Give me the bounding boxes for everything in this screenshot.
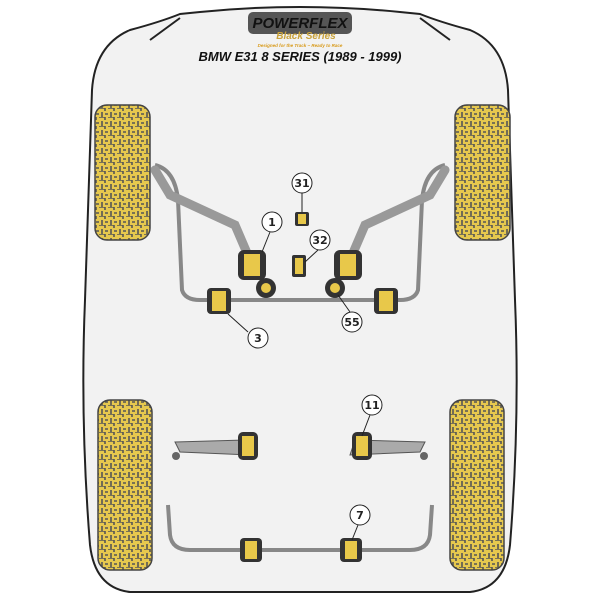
bush-front-right-round bbox=[325, 278, 345, 298]
bush-arb-left bbox=[207, 288, 231, 314]
tire-rear-right bbox=[449, 399, 505, 571]
callout-55: 55 bbox=[341, 311, 363, 333]
callout-31: 31 bbox=[291, 172, 313, 194]
bush-arb-right bbox=[374, 288, 398, 314]
bush-32 bbox=[292, 255, 306, 277]
rear-anti-roll-bar bbox=[166, 504, 434, 552]
svg-text:Powerflex: Powerflex bbox=[252, 15, 348, 32]
page-title: BMW E31 8 SERIES (1989 - 1999) bbox=[198, 49, 401, 64]
svg-text:11: 11 bbox=[364, 399, 379, 412]
callout-1: 1 bbox=[261, 211, 283, 233]
callout-32: 32 bbox=[309, 229, 331, 251]
tire-rear-left bbox=[97, 399, 153, 571]
svg-text:3: 3 bbox=[254, 332, 262, 345]
svg-text:55: 55 bbox=[344, 316, 359, 329]
tire-front-right bbox=[454, 104, 511, 241]
svg-text:Black Series: Black Series bbox=[276, 31, 336, 42]
bush-front-left-round bbox=[256, 278, 276, 298]
svg-text:32: 32 bbox=[312, 234, 327, 247]
svg-text:Designed for the Track ~ Ready: Designed for the Track ~ Ready to Race bbox=[258, 43, 343, 48]
svg-text:1: 1 bbox=[268, 216, 276, 229]
callout-11: 11 bbox=[361, 394, 383, 416]
powerflex-logo: Powerflex Black Series Designed for the … bbox=[248, 12, 352, 48]
callout-3: 3 bbox=[247, 327, 269, 349]
bush-31 bbox=[295, 212, 309, 226]
bush-rear-arb-left bbox=[240, 538, 262, 562]
svg-text:7: 7 bbox=[356, 509, 364, 522]
front-left-arm bbox=[150, 165, 255, 265]
bush-rear-arb-right bbox=[340, 538, 362, 562]
callout-7: 7 bbox=[349, 504, 371, 526]
front-anti-roll-bar bbox=[154, 163, 446, 302]
svg-text:31: 31 bbox=[294, 177, 309, 190]
front-right-arm bbox=[345, 165, 450, 265]
bush-front-left-wishbone bbox=[238, 250, 266, 280]
tire-front-left bbox=[94, 104, 151, 241]
bush-front-right-wishbone bbox=[334, 250, 362, 280]
bush-rear-right-arm bbox=[352, 432, 372, 460]
bush-rear-left-arm bbox=[238, 432, 258, 460]
